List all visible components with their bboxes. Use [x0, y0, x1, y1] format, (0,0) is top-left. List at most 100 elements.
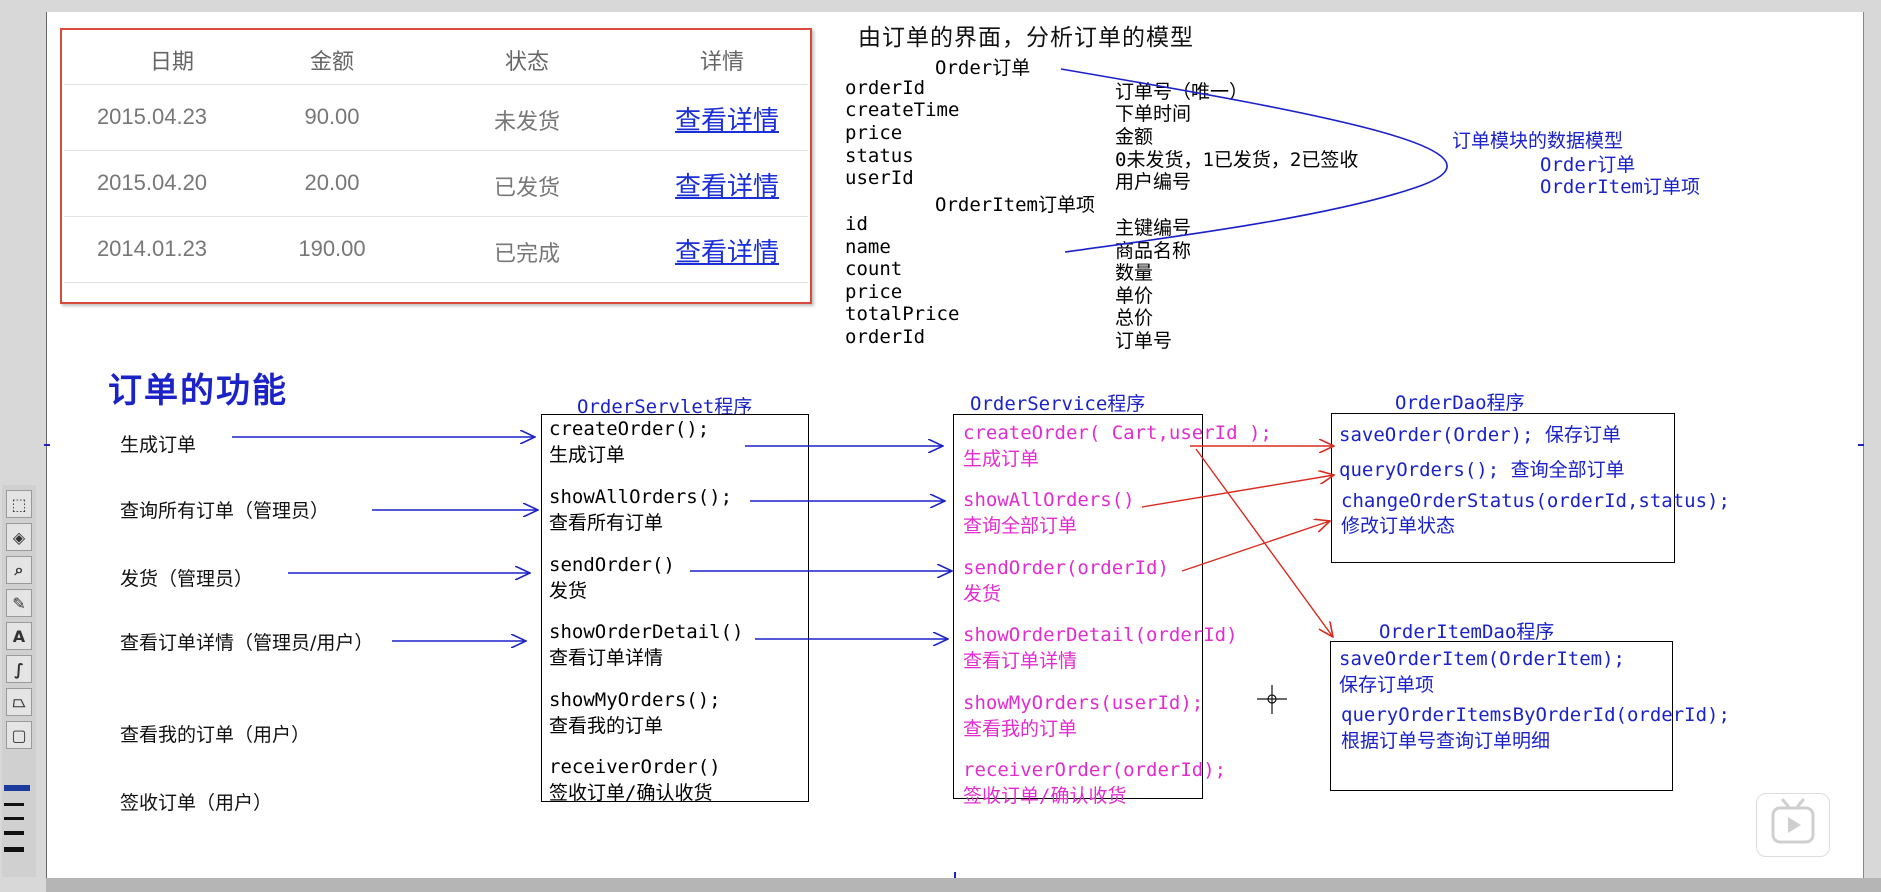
- order-model-title: Order订单: [935, 57, 1031, 79]
- function-item: 签收订单（用户）: [120, 792, 273, 814]
- service-method-desc: 查看我的订单: [963, 718, 1078, 740]
- row2-detail-link[interactable]: 查看详情: [674, 171, 779, 201]
- service-method-sig: showAllOrders(): [963, 489, 1135, 511]
- servlet-box: [541, 414, 809, 802]
- data-model-note-line: Order订单: [1540, 154, 1636, 176]
- service-method-sig: sendOrder(orderId): [963, 557, 1169, 579]
- function-item: 查询所有订单（管理员）: [120, 500, 330, 522]
- line-width-1[interactable]: [4, 803, 24, 806]
- row3-date: 2014.01.23: [96, 236, 208, 261]
- line-width-thick[interactable]: [4, 785, 30, 791]
- row1-date: 2015.04.23: [96, 104, 208, 129]
- service-method-sig: showOrderDetail(orderId): [963, 624, 1238, 646]
- servlet-method-sig: showAllOrders();: [549, 486, 733, 508]
- servlet-method-desc: 签收订单/确认收货: [549, 782, 713, 804]
- bottom-scroll-strip[interactable]: [46, 878, 1881, 892]
- zoom-icon[interactable]: ⌕: [6, 556, 32, 584]
- data-model-note-title: 订单模块的数据模型: [1452, 130, 1624, 152]
- item-dao-line: 保存订单项: [1339, 674, 1435, 696]
- function-item: 查看我的订单（用户）: [120, 724, 311, 746]
- dao-line: saveOrder(Order); 保存订单: [1339, 424, 1621, 446]
- order-field-name: createTime: [845, 99, 960, 121]
- servlet-method-desc: 查看我的订单: [549, 715, 664, 737]
- function-item: 发货（管理员）: [120, 568, 254, 590]
- polygon-icon[interactable]: ⏢: [6, 688, 32, 716]
- row2-date: 2015.04.20: [96, 170, 208, 195]
- item-model-title: OrderItem订单项: [935, 194, 1095, 216]
- servlet-method-desc: 生成订单: [549, 444, 626, 466]
- line-width-4[interactable]: [4, 847, 24, 852]
- rounded-rect-icon[interactable]: ▢: [6, 721, 32, 749]
- service-method-desc: 发货: [963, 583, 1002, 605]
- item-field-name: name: [845, 236, 891, 258]
- item-dao-line: saveOrderItem(OrderItem);: [1339, 648, 1625, 670]
- dao-line: 修改订单状态: [1341, 515, 1456, 537]
- item-field-name: id: [845, 213, 868, 235]
- service-method-sig: receiverOrder(orderId);: [963, 759, 1227, 781]
- header-status: 状态: [504, 49, 549, 74]
- item-field-desc: 总价: [1115, 307, 1154, 329]
- curve-icon[interactable]: ∫: [6, 655, 32, 683]
- item-dao-title: OrderItemDao程序: [1379, 621, 1555, 643]
- item-dao-box: [1330, 641, 1673, 791]
- servlet-method-sig: createOrder();: [549, 418, 710, 440]
- service-method-sig: createOrder( Cart,userId );: [963, 422, 1272, 444]
- item-field-name: orderId: [845, 326, 926, 348]
- play-icon: [1771, 798, 1815, 844]
- model-heading: 由订单的界面，分析订单的模型: [858, 25, 1194, 51]
- servlet-title: OrderServlet程序: [577, 396, 753, 418]
- servlet-method-sig: receiverOrder(): [549, 756, 721, 778]
- text-icon[interactable]: A: [6, 622, 32, 650]
- row2-status: 已发货: [493, 175, 560, 200]
- order-field-name: userId: [845, 167, 914, 189]
- servlet-method-sig: showMyOrders();: [549, 689, 721, 711]
- dao-line: queryOrders(); 查询全部订单: [1339, 459, 1625, 481]
- item-field-name: totalPrice: [845, 303, 960, 325]
- item-field-desc: 数量: [1115, 262, 1154, 284]
- right-scroll-strip[interactable]: [1863, 12, 1881, 878]
- row2-amount: 20.00: [304, 170, 360, 195]
- row3-detail-link[interactable]: 查看详情: [674, 237, 779, 267]
- fill-icon[interactable]: ◈: [6, 523, 32, 551]
- servlet-method-desc: 查看所有订单: [549, 512, 664, 534]
- service-method-desc: 生成订单: [963, 448, 1040, 470]
- service-title: OrderService程序: [970, 393, 1146, 415]
- tool-palette: ⬚ ◈ ⌕ ✎ A ∫ ⏢ ▢: [2, 485, 36, 877]
- select-rect-icon[interactable]: ⬚: [6, 490, 32, 518]
- item-dao-line: queryOrderItemsByOrderId(orderId);: [1341, 704, 1730, 726]
- line-width-2[interactable]: [4, 817, 24, 820]
- row1-detail-link[interactable]: 查看详情: [674, 105, 779, 135]
- item-dao-line: 根据订单号查询订单明细: [1341, 730, 1551, 752]
- dao-title: OrderDao程序: [1395, 392, 1525, 414]
- item-field-name: price: [845, 281, 903, 303]
- row3-amount: 190.00: [298, 236, 366, 261]
- service-method-desc: 查看订单详情: [963, 650, 1078, 672]
- order-field-name: status: [845, 145, 914, 167]
- item-field-desc: 单价: [1115, 285, 1154, 307]
- order-field-desc: 用户编号: [1115, 171, 1192, 193]
- dao-line: changeOrderStatus(orderId,status);: [1341, 490, 1730, 512]
- line-width-3[interactable]: [4, 831, 24, 835]
- item-field-name: count: [845, 258, 903, 280]
- item-field-desc: 订单号: [1115, 330, 1173, 352]
- data-model-note-line: OrderItem订单项: [1540, 176, 1700, 198]
- row1-amount: 90.00: [304, 104, 360, 129]
- play-button[interactable]: [1756, 793, 1830, 857]
- functions-title: 订单的功能: [108, 371, 288, 411]
- servlet-method-sig: showOrderDetail(): [549, 621, 744, 643]
- order-list-table: 日期 金额 状态 详情 2015.04.23 90.00 未发货 查看详情 20…: [60, 28, 812, 304]
- row1-status: 未发货: [493, 109, 560, 134]
- pencil-icon[interactable]: ✎: [6, 589, 32, 617]
- function-item: 生成订单: [120, 434, 197, 456]
- function-item: 查看订单详情（管理员/用户）: [120, 632, 374, 654]
- order-field-name: orderId: [845, 77, 926, 99]
- service-method-sig: showMyOrders(userId);: [963, 692, 1204, 714]
- servlet-method-desc: 发货: [549, 580, 588, 602]
- header-detail: 详情: [699, 49, 744, 74]
- service-box: [953, 414, 1203, 799]
- header-amount: 金额: [309, 49, 354, 74]
- order-field-name: price: [845, 122, 903, 144]
- servlet-method-sig: sendOrder(): [549, 554, 675, 576]
- service-method-desc: 查询全部订单: [963, 515, 1078, 537]
- row3-status: 已完成: [493, 241, 560, 266]
